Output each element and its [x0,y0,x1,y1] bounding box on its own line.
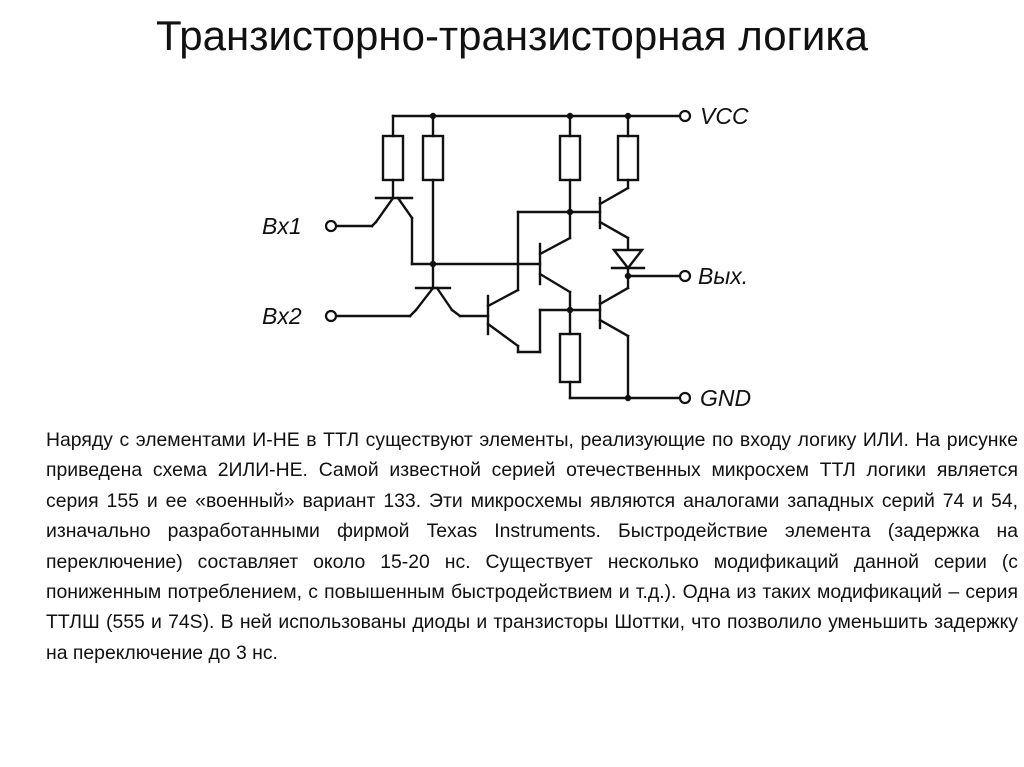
input2-label: Bx2 [262,303,302,329]
vcc-label: VCC [700,103,749,129]
input2-terminal [324,309,338,323]
vcc-rail [391,114,682,138]
lower-output-transistor [568,274,630,400]
slide-title: Транзисторно-транзисторная логика [155,12,869,59]
resistor-r5 [558,332,582,384]
phase-splitter-a [486,210,572,354]
output-label: Вых. [698,263,748,289]
junction-dots [429,112,632,402]
gnd-rail [568,380,682,400]
upper-output-transistor [598,178,630,250]
input1-terminal [324,219,338,233]
resistor-r1 [381,134,405,182]
output-diode [610,248,646,278]
input1-label: Bx1 [262,213,302,239]
resistor-r4 [616,134,640,182]
gnd-terminal [678,391,692,405]
output-terminal [678,269,692,283]
gnd-label: GND [700,385,751,411]
input-transistor-1 [335,178,414,266]
resistor-r2 [421,134,445,182]
body-paragraph: Наряду с элементами И-НЕ в ТТЛ существую… [46,429,1018,664]
terminals [324,109,692,405]
resistor-r3 [558,134,582,182]
vcc-terminal [678,109,692,123]
ttl-2nor-circuit-diagram: VCC Bx1 Bx2 Вых. GND [262,103,751,411]
base-bus [410,178,542,290]
input-transistor-2 [335,286,490,318]
